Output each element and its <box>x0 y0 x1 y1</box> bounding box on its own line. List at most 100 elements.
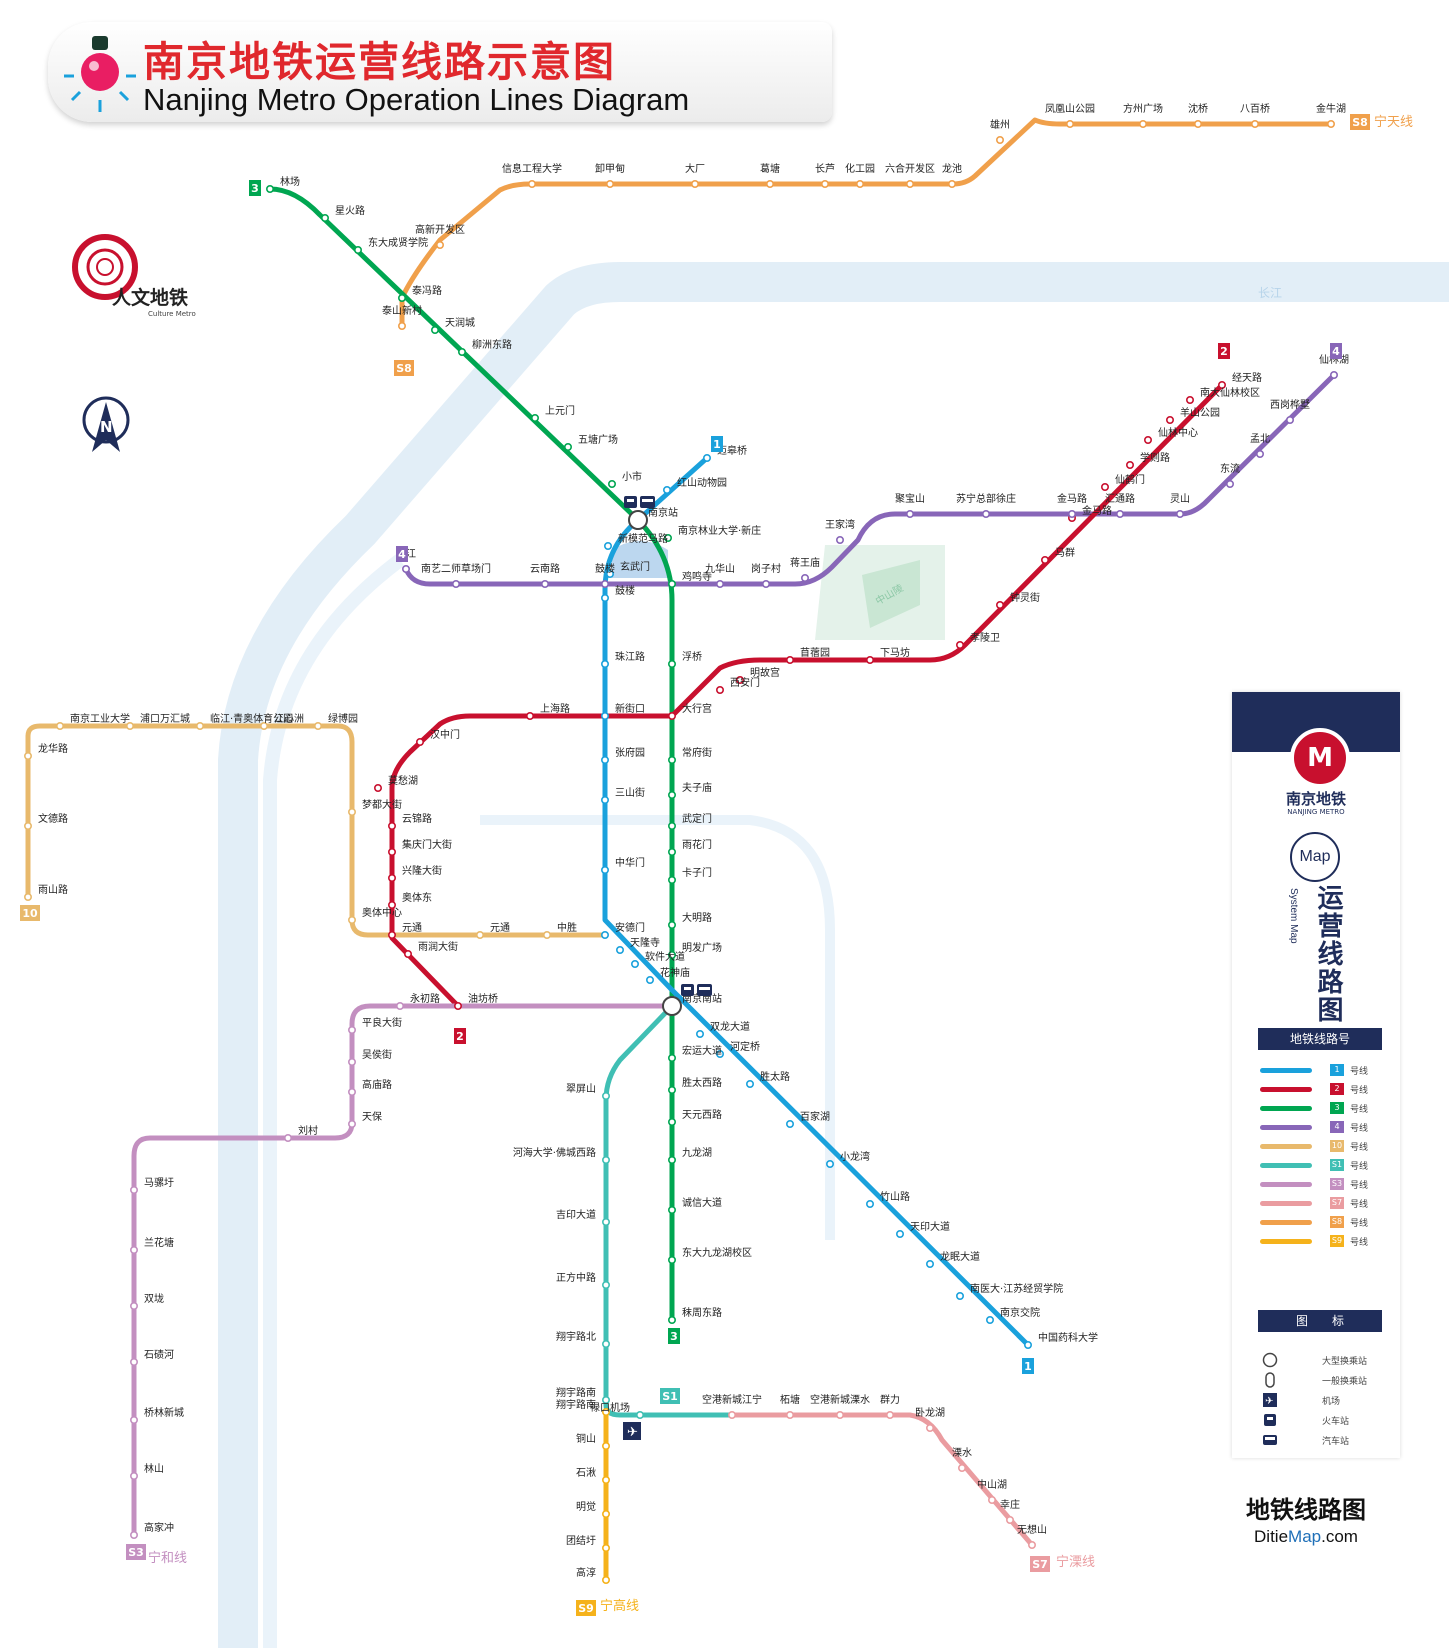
station-marker[interactable] <box>715 685 724 694</box>
station-label[interactable]: 金马路 <box>1082 504 1112 517</box>
station-label[interactable]: 雨花门 <box>682 838 712 851</box>
station-label[interactable]: 林山 <box>144 1462 164 1475</box>
station-marker[interactable] <box>667 579 676 588</box>
station-label[interactable]: 六合开发区 <box>885 162 935 175</box>
station-marker[interactable] <box>601 1576 610 1585</box>
station-label[interactable]: 葛塘 <box>760 162 780 175</box>
station-label[interactable]: 团结圩 <box>566 1534 596 1547</box>
station-label[interactable]: 中华门 <box>615 856 645 869</box>
station-marker[interactable] <box>667 950 676 959</box>
station-marker[interactable] <box>1286 415 1295 424</box>
station-label[interactable]: 方州广场 <box>1123 102 1163 115</box>
station-marker[interactable] <box>1166 415 1175 424</box>
station-label[interactable]: 孝陵卫 <box>970 632 1000 644</box>
station-marker[interactable] <box>387 930 396 939</box>
station-label[interactable]: 天隆寺 <box>630 936 660 949</box>
station-marker[interactable] <box>925 1424 934 1433</box>
station-label[interactable]: 柳洲东路 <box>472 338 512 351</box>
station-label[interactable]: 兴隆大街 <box>402 864 442 877</box>
station-marker[interactable] <box>600 795 609 804</box>
station-label[interactable]: 天元西路 <box>682 1108 722 1121</box>
station-label[interactable]: 莫愁湖 <box>388 774 418 787</box>
station-label[interactable]: 石碛河 <box>144 1349 174 1361</box>
station-label[interactable]: 绿博园 <box>328 712 358 725</box>
station-label[interactable]: 翔宇路南 <box>556 1398 596 1411</box>
station-marker[interactable] <box>600 659 609 668</box>
nanjing-station-hub[interactable] <box>628 510 648 530</box>
station-marker[interactable] <box>667 1316 676 1325</box>
station-marker[interactable] <box>745 1080 754 1089</box>
station-label[interactable]: 竹山路 <box>880 1190 910 1203</box>
station-label[interactable]: 长芦 <box>815 163 835 175</box>
station-label[interactable]: 兰花塘 <box>144 1236 174 1249</box>
station-marker[interactable] <box>23 821 32 830</box>
station-marker[interactable] <box>283 1134 292 1143</box>
station-marker[interactable] <box>667 711 676 720</box>
station-marker[interactable] <box>800 573 809 582</box>
station-marker[interactable] <box>615 945 624 954</box>
station-marker[interactable] <box>600 593 609 602</box>
station-marker[interactable] <box>667 1054 676 1063</box>
station-label[interactable]: 双垅 <box>144 1292 164 1305</box>
station-marker[interactable] <box>601 1510 610 1519</box>
station-marker[interactable] <box>667 1086 676 1095</box>
station-marker[interactable] <box>387 821 396 830</box>
station-label[interactable]: 下马坊 <box>880 646 910 659</box>
station-label[interactable]: 沈桥 <box>1188 102 1208 115</box>
station-marker[interactable] <box>785 1120 794 1129</box>
brand-url[interactable]: DitieMap.com <box>1236 1527 1376 1547</box>
station-label[interactable]: 群力 <box>880 1393 900 1406</box>
station-label[interactable]: 翠屏山 <box>566 1083 596 1095</box>
station-marker[interactable] <box>667 821 676 830</box>
station-label[interactable]: 云南路 <box>530 562 560 575</box>
station-label[interactable]: 苏宁总部徐庄 <box>956 492 1016 505</box>
station-marker[interactable] <box>835 535 844 544</box>
station-marker[interactable] <box>130 1302 139 1311</box>
station-label[interactable]: 三山街 <box>615 786 645 799</box>
station-label[interactable]: 铜山 <box>576 1433 596 1445</box>
station-label[interactable]: 羊山公园 <box>1180 406 1220 419</box>
station-marker[interactable] <box>23 892 32 901</box>
station-label[interactable]: 石湫 <box>576 1467 596 1479</box>
station-label[interactable]: 永初路 <box>410 992 440 1005</box>
station-label[interactable]: 临江·青奥体育公园 <box>210 712 293 725</box>
station-marker[interactable] <box>265 185 274 194</box>
station-marker[interactable] <box>1327 120 1336 129</box>
station-marker[interactable] <box>1126 460 1135 469</box>
station-label[interactable]: 仙鹤门 <box>1115 473 1145 486</box>
station-label[interactable]: 安德门 <box>615 921 645 934</box>
station-marker[interactable] <box>601 1092 610 1101</box>
station-marker[interactable] <box>430 325 439 334</box>
station-label[interactable]: 泰冯路 <box>412 284 442 297</box>
station-marker[interactable] <box>667 790 676 799</box>
station-label[interactable]: 明发广场 <box>682 941 722 954</box>
station-marker[interactable] <box>397 293 406 302</box>
station-label[interactable]: 上元门 <box>545 404 575 417</box>
station-marker[interactable] <box>865 655 874 664</box>
station-marker[interactable] <box>905 180 914 189</box>
station-marker[interactable] <box>955 640 964 649</box>
station-marker[interactable] <box>955 1292 964 1301</box>
station-marker[interactable] <box>645 975 654 984</box>
station-label[interactable]: 泰山新村 <box>382 304 422 317</box>
station-marker[interactable] <box>347 807 356 816</box>
station-label[interactable]: 东流 <box>1220 462 1240 475</box>
station-marker[interactable] <box>387 847 396 856</box>
station-marker[interactable] <box>373 783 382 792</box>
station-label[interactable]: 柘塘 <box>780 1393 800 1406</box>
station-label[interactable]: 东大成贤学院 <box>368 236 428 249</box>
station-marker[interactable] <box>727 1411 736 1420</box>
station-marker[interactable] <box>540 579 549 588</box>
station-label[interactable]: 元通 <box>490 922 510 934</box>
station-marker[interactable] <box>320 214 329 223</box>
station-label[interactable]: 诚信大道 <box>682 1196 722 1209</box>
station-label[interactable]: 八百桥 <box>1240 103 1270 115</box>
station-label[interactable]: 汉中门 <box>430 728 460 741</box>
station-marker[interactable] <box>126 721 135 730</box>
station-label[interactable]: 文德路 <box>38 812 68 825</box>
station-label[interactable]: 南京工业大学 <box>70 712 130 725</box>
station-label[interactable]: 王家湾 <box>825 518 855 531</box>
station-marker[interactable] <box>601 1442 610 1451</box>
station-marker[interactable] <box>785 1411 794 1420</box>
station-marker[interactable] <box>600 865 609 874</box>
